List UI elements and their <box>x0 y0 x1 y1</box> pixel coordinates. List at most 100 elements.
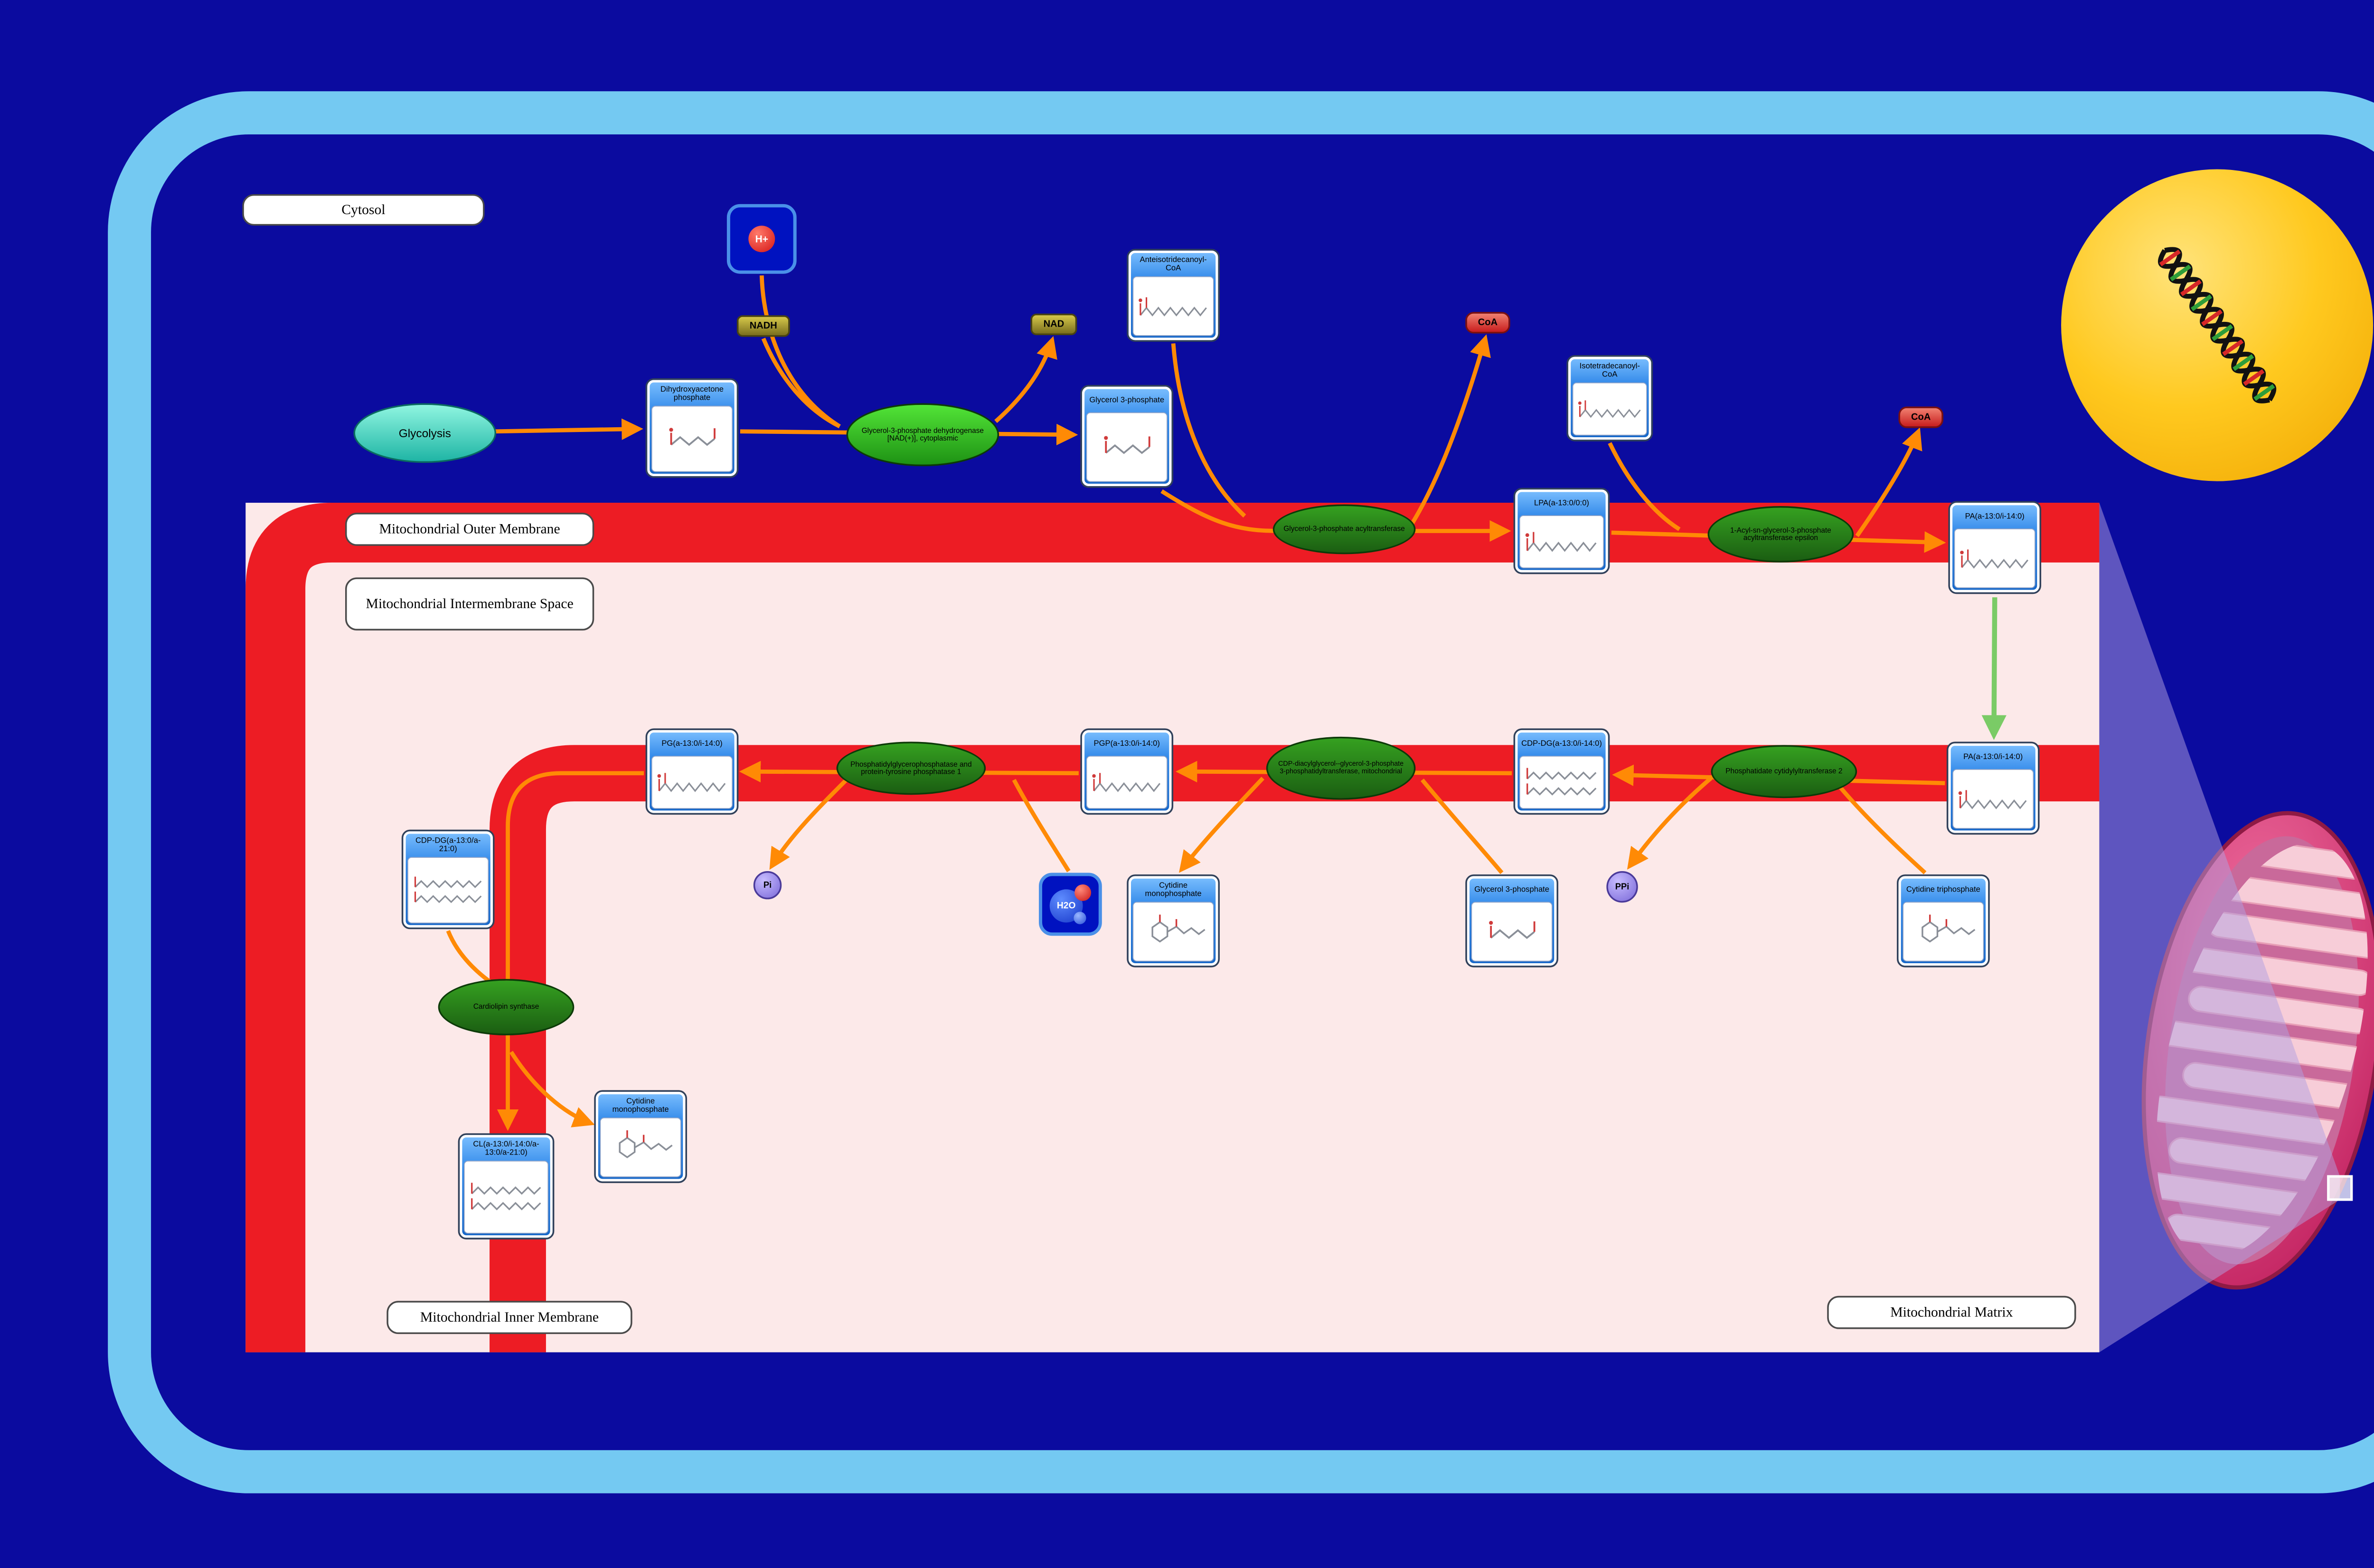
molecule-structure <box>1086 412 1168 482</box>
arrow-pi-out <box>769 777 850 870</box>
enzyme-label: Phosphatidylglycerophosphatase and prote… <box>850 760 972 776</box>
arrow-glycolysis-dhap <box>494 418 643 440</box>
arrow-nadh-in <box>761 338 841 429</box>
metabolite-label: PA(a-13:0/i-14:0) <box>1963 752 2023 762</box>
dna-icon <box>2157 247 2277 404</box>
cofactor-nad[interactable]: NAD <box>1030 313 1077 336</box>
arrow-pa-translocation <box>1981 597 2007 740</box>
metabolite-label: PG(a-13:0/i-14:0) <box>661 739 723 749</box>
compartment-label-inner-membrane: Mitochondrial Inner Membrane <box>386 1301 632 1334</box>
molecule-structure <box>1952 769 2034 829</box>
metabolite-label: PGP(a-13:0/i-14:0) <box>1093 739 1160 749</box>
enzyme-ptpmt1[interactable]: Phosphatidylglycerophosphatase and prote… <box>836 742 986 795</box>
metabolite-cl[interactable]: CL(a-13:0/i-14:0/a-13:0/a-21:0) <box>458 1133 555 1239</box>
proton-icon: H+ <box>748 225 775 253</box>
molecule-structure <box>1572 382 1647 436</box>
metabolite-anteiso-coa[interactable]: Anteisotridecanoyl-CoA <box>1127 249 1220 342</box>
metabolite-ctp[interactable]: Cytidine triphosphate <box>1897 874 1990 967</box>
molecule-structure <box>1132 276 1214 336</box>
h2o-label: H2O <box>1056 901 1076 911</box>
outer-membrane-band <box>245 503 2100 1352</box>
metabolite-cmp-right[interactable]: Cytidine monophosphate <box>1127 874 1220 967</box>
metabolite-label: Glycerol 3-phosphate <box>1474 885 1550 894</box>
cofactor-nadh[interactable]: NADH <box>736 315 790 337</box>
metabolite-label: Dihydroxyacetone phosphate <box>660 385 724 403</box>
enzyme-cls[interactable]: Cardiolipin synthase <box>438 979 575 1036</box>
metabolite-label: Anteisotridecanoyl-CoA <box>1140 255 1207 273</box>
metabolite-cdp-dg-left[interactable]: CDP-DG(a-13:0/a-21:0) <box>401 829 495 930</box>
cofactor-h2o[interactable]: H2O <box>1038 873 1102 936</box>
cofactor-ppi[interactable]: PPi <box>1606 871 1638 903</box>
metabolite-g3p-cytosol[interactable]: Glycerol 3-phosphate <box>1080 385 1174 488</box>
arrow-g3p-lpa <box>1160 489 1511 542</box>
molecule-structure <box>651 756 733 809</box>
cofactor-h-plus[interactable]: H+ <box>726 204 797 274</box>
enzyme-label: CDP-diacylglycerol--glycerol-3-phosphate… <box>1278 760 1404 775</box>
metabolite-label: Cytidine triphosphate <box>1906 885 1980 894</box>
arrow-isotetracoa-in <box>1608 442 1681 531</box>
metabolite-dhap[interactable]: Dihydroxyacetone phosphate <box>645 378 739 478</box>
molecule-structure <box>1086 756 1168 809</box>
metabolite-label: Glycerol 3-phosphate <box>1089 395 1165 405</box>
arrow-nad-out <box>994 336 1057 423</box>
enzyme-gpd1[interactable]: Glycerol-3-phosphate dehydrogenase [NAD(… <box>846 403 999 467</box>
metabolite-label: CDP-DG(a-13:0/a-21:0) <box>415 836 481 854</box>
compartment-label-outer-membrane: Mitochondrial Outer Membrane <box>345 513 594 546</box>
cell-membrane <box>108 91 2374 1493</box>
metabolite-pgp[interactable]: PGP(a-13:0/i-14:0) <box>1080 728 1174 815</box>
metabolite-label: Isotetradecanoyl-CoA <box>1579 361 1640 379</box>
metabolite-cdp-dg-right[interactable]: CDP-DG(a-13:0/i-14:0) <box>1513 728 1610 815</box>
metabolite-cmp-left[interactable]: Cytidine monophosphate <box>594 1090 688 1183</box>
enzyme-pgs1[interactable]: CDP-diacylglycerol--glycerol-3-phosphate… <box>1266 736 1416 800</box>
molecule-structure <box>1954 528 2035 589</box>
arrow-ctp-in <box>1834 780 1927 874</box>
metabolite-g3p-matrix[interactable]: Glycerol 3-phosphate <box>1465 874 1558 967</box>
compartment-label-intermembrane-space: Mitochondrial Intermembrane Space <box>345 577 594 631</box>
metabolite-pa-outer[interactable]: PA(a-13:0/i-14:0) <box>1948 501 2042 594</box>
compartment-label-cytosol: Cytosol <box>242 194 485 226</box>
molecule-structure <box>1132 901 1214 962</box>
metabolite-isotetra-coa[interactable]: Isotetradecanoyl-CoA <box>1566 355 1653 441</box>
molecule-structure <box>407 857 489 924</box>
cofactor-pi[interactable]: Pi <box>753 871 782 900</box>
molecule-structure <box>1903 901 1984 962</box>
arrow-anteisocoa-in <box>1171 343 1246 518</box>
cofactor-coa-1[interactable]: CoA <box>1465 312 1510 334</box>
enzyme-label: 1-Acyl-sn-glycerol-3-phosphate acyltrans… <box>1730 526 1831 542</box>
metabolite-label: LPA(a-13:0/0:0) <box>1534 498 1589 508</box>
process-node-glycolysis[interactable]: Glycolysis <box>353 403 497 463</box>
metabolite-lpa[interactable]: LPA(a-13:0/0:0) <box>1513 488 1610 574</box>
metabolite-label: CDP-DG(a-13:0/i-14:0) <box>1521 739 1602 749</box>
h-plus-label: H+ <box>755 233 769 245</box>
compartment-label-matrix: Mitochondrial Matrix <box>1827 1296 2076 1329</box>
magnified-region-marker <box>2327 1175 2353 1201</box>
arrow-hplus-in <box>759 275 841 428</box>
molecule-structure <box>1471 901 1553 962</box>
enzyme-gpat[interactable]: Glycerol-3-phosphate acyltransferase <box>1272 504 1416 554</box>
cofactor-coa-2[interactable]: CoA <box>1898 406 1943 428</box>
process-label: Glycolysis <box>398 426 451 440</box>
arrow-cmp-out-2 <box>509 1051 595 1127</box>
inner-membrane-band <box>490 745 2100 1352</box>
molecule-structure <box>1519 515 1604 569</box>
arrow-g3p-in <box>1421 778 1504 874</box>
molecule-structure <box>1519 756 1604 809</box>
metabolite-label: CL(a-13:0/i-14:0/a-13:0/a-21:0) <box>473 1139 539 1157</box>
metabolite-label: Cytidine monophosphate <box>612 1096 669 1115</box>
arrow-h2o-in <box>1012 779 1071 873</box>
enzyme-label: Phosphatidate cytidylyltransferase 2 <box>1725 767 1843 775</box>
arrow-pg-cl <box>497 771 644 1131</box>
metabolite-pa-matrix[interactable]: PA(a-13:0/i-14:0) <box>1946 742 2040 835</box>
molecule-structure <box>600 1117 681 1177</box>
metabolite-pg[interactable]: PG(a-13:0/i-14:0) <box>645 728 739 815</box>
enzyme-cds2[interactable]: Phosphatidate cytidylyltransferase 2 <box>1711 745 1857 798</box>
enzyme-agpat[interactable]: 1-Acyl-sn-glycerol-3-phosphate acyltrans… <box>1707 506 1854 563</box>
enzyme-label: Cardiolipin synthase <box>473 1002 539 1011</box>
hydrogen-icon <box>1074 884 1092 901</box>
molecule-structure <box>651 405 733 472</box>
arrow-coa-out-1 <box>1409 334 1491 527</box>
arrow-coa-out-2 <box>1855 427 1922 537</box>
arrow-cmp-out-1 <box>1179 777 1265 873</box>
